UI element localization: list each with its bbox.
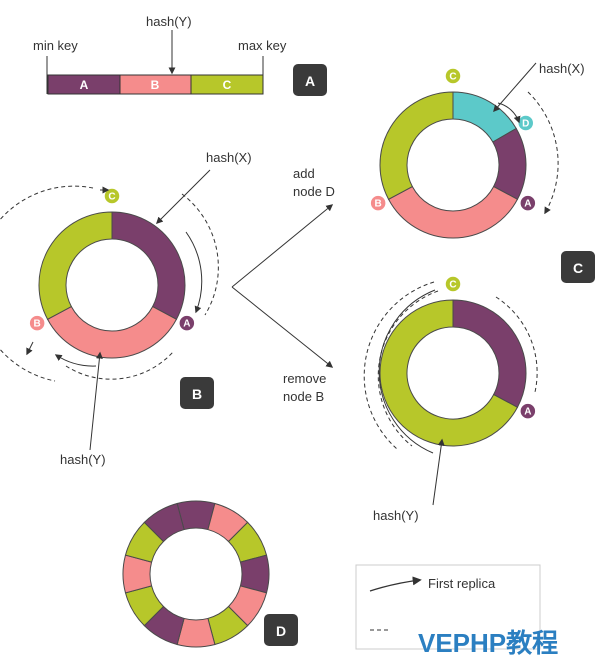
ring-add-node-b	[369, 194, 387, 212]
ring-b-arc-to-a	[185, 231, 203, 314]
hash-y-label-top: hash(Y)	[146, 14, 192, 29]
ring-b-panel: C A B hash(X) hash(Y) B	[0, 150, 252, 467]
ring-remove-dashed-arc-inner	[377, 290, 439, 447]
panel-badge-d-label: D	[276, 623, 286, 639]
remove-node-arrow	[231, 286, 334, 368]
ring-b-dashed-arc-right	[181, 193, 219, 316]
remove-line-2: node B	[283, 389, 324, 404]
panel-badge-a-label: A	[305, 73, 315, 89]
ring-b-hash-y-arrow	[89, 351, 103, 451]
legend: First replica	[355, 564, 541, 650]
max-key-label: max key	[238, 38, 287, 53]
panel-badge-b-label: B	[192, 386, 202, 402]
ring-add-node-c-label: C	[449, 72, 456, 83]
min-key-label: min key	[33, 38, 78, 53]
legend-first-replica-label: First replica	[428, 576, 496, 591]
ring-b: C A B	[28, 187, 196, 359]
add-node-arrow	[231, 204, 334, 288]
ring-add-node-a	[519, 194, 537, 212]
ring-b-dashed-arc-bottom	[65, 351, 174, 380]
ring-b-node-a-label: A	[183, 319, 190, 330]
ring-remove-node-a-label: A	[524, 407, 531, 418]
key-segment-c-label: C	[223, 78, 232, 92]
ring-b-segment-b	[46, 305, 178, 359]
ring-d-segment-11	[143, 502, 185, 543]
ring-remove: CA	[379, 275, 537, 447]
ring-d	[122, 500, 270, 648]
virtual-nodes-panel: D	[122, 500, 298, 648]
key-segment-a-label: A	[80, 78, 89, 92]
panel-badge-a	[293, 64, 327, 96]
panel-badge-b	[180, 377, 214, 409]
ring-add: C D A B	[369, 67, 537, 239]
panel-badge-c	[561, 251, 595, 283]
ring-b-node-c-label: C	[108, 192, 115, 203]
ring-remove-panel: CA hash(Y)	[363, 275, 538, 523]
panel-badge-c-label: C	[573, 260, 583, 276]
ring-b-arc-to-b	[54, 354, 97, 367]
ring-b-node-b	[28, 314, 46, 332]
ring-b-segment-c	[38, 211, 113, 320]
ring-b-node-b-label: B	[34, 319, 41, 330]
key-range-panel: min key max key hash(Y) A B C A	[33, 14, 327, 96]
transitions: add node D remove node B	[231, 166, 335, 404]
ring-remove-node-c	[444, 275, 462, 293]
add-line-2: node D	[293, 184, 335, 199]
ring-remove-segment-a	[452, 299, 527, 408]
watermark: VEPHP教程	[418, 628, 558, 658]
ring-remove-node-a	[519, 402, 537, 420]
ring-add-segment-b	[387, 185, 519, 239]
key-segment-b-label: B	[151, 78, 160, 92]
ring-remove-node-c-label: C	[449, 280, 456, 291]
ring-add-dashed-arc	[527, 91, 559, 215]
ring-b-hash-x-arrow	[156, 169, 211, 224]
ring-add-node-b-label: B	[375, 199, 382, 210]
ring-add-hash-x-arrow	[493, 62, 537, 113]
add-line-1: add	[293, 166, 315, 181]
ring-add-arc-to-d	[497, 102, 521, 124]
ring-remove-solid-arc	[378, 289, 436, 454]
ring-b-segment-a	[111, 211, 186, 320]
ring-b-hash-x-label: hash(X)	[206, 150, 252, 165]
ring-b-dashed-arrowhead-left	[26, 341, 34, 356]
legend-box	[355, 564, 541, 650]
remove-line-1: remove	[283, 371, 326, 386]
ring-add-segment-c	[379, 91, 454, 200]
legend-solid-arrow	[369, 576, 422, 592]
ring-remove-hash-y-arrow	[432, 438, 445, 506]
ring-add-hash-x-label: hash(X)	[539, 61, 585, 76]
ring-add-node-d-label: D	[522, 119, 529, 130]
key-segment-c	[190, 74, 264, 95]
ring-remove-hash-y-label: hash(Y)	[373, 508, 419, 523]
ring-b-dashed-arc-left	[0, 185, 94, 382]
ring-add-node-a-label: A	[524, 199, 531, 210]
ring-b-hash-y-label: hash(Y)	[60, 452, 106, 467]
ring-add-node-c	[444, 67, 462, 85]
ring-remove-dashed-arc-outer	[363, 281, 435, 450]
panel-badge-d	[264, 614, 298, 646]
ring-add-panel: C D A B hash(X) C	[369, 61, 595, 283]
ring-b-node-a	[178, 314, 196, 332]
